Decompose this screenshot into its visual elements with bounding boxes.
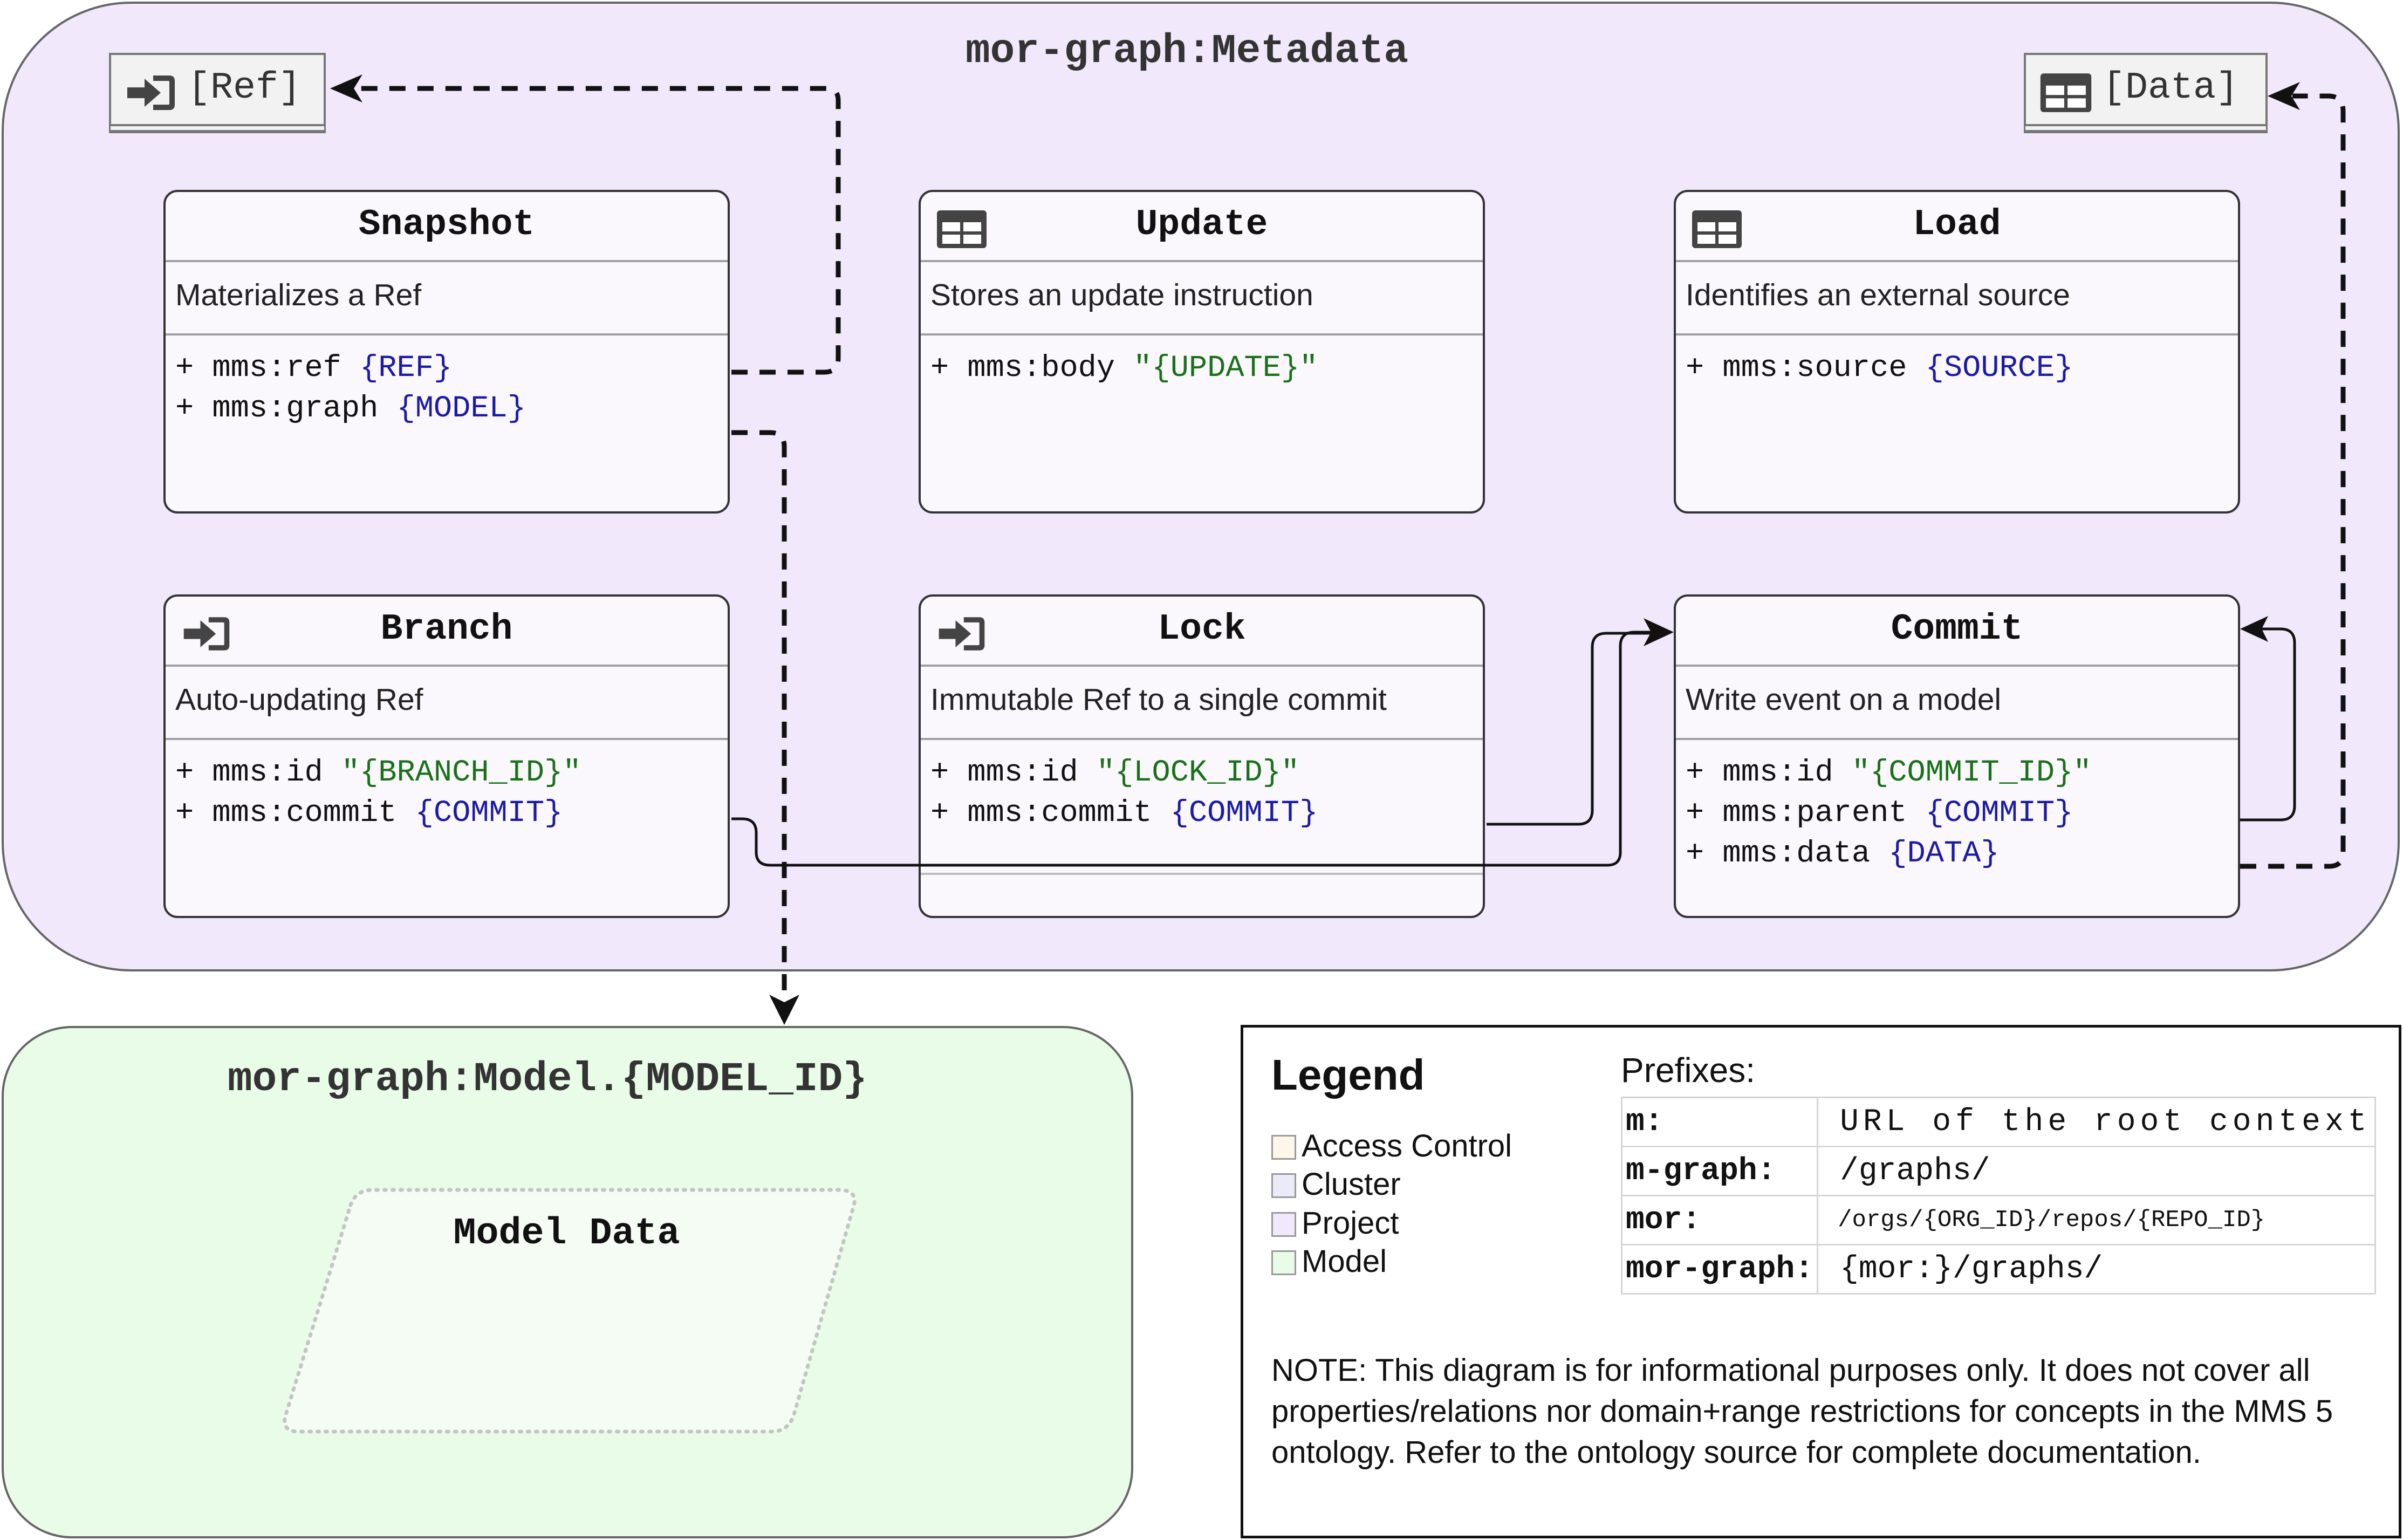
class-properties: + mms:id "{BRANCH_ID}" + mms:commit {COM… (175, 753, 722, 834)
legend-swatch (1271, 1250, 1296, 1275)
class-snapshot: Snapshot Materializes a Ref + mms:ref {R… (163, 190, 730, 514)
table-icon (2038, 71, 2094, 114)
class-description: Write event on a model (1676, 667, 2238, 740)
class-description: Identifies an external source (1676, 262, 2238, 336)
class-header: Lock (921, 597, 1483, 667)
ref-tag: [Ref] (109, 53, 326, 126)
legend-swatch (1271, 1173, 1296, 1198)
legend-swatch (1271, 1212, 1296, 1237)
class-commit: Commit Write event on a model + mms:id "… (1674, 594, 2240, 918)
class-description: Materializes a Ref (166, 262, 728, 336)
class-properties: + mms:id "{COMMIT_ID}" + mms:parent {COM… (1686, 753, 2233, 874)
class-header: Commit (1676, 597, 2238, 667)
property-row: + mms:parent {COMMIT} (1686, 796, 2073, 831)
property-row: + mms:data {DATA} (1686, 837, 2000, 871)
metadata-container-title: mor-graph:Metadata (966, 28, 1408, 74)
property-row: + mms:source {SOURCE} (1686, 351, 2073, 386)
class-divider (921, 873, 1483, 875)
property-row: + mms:id "{COMMIT_ID}" (1686, 756, 2092, 790)
table-row: mor:/orgs/{ORG_ID}/repos/{REPO_ID} (1620, 1195, 2376, 1245)
class-header: Update (921, 192, 1483, 262)
class-load: Load Identifies an external source + mms… (1674, 190, 2240, 514)
prefixes-table: m:URL of the root context m-graph:/graph… (1620, 1097, 2376, 1295)
property-row: + mms:id "{BRANCH_ID}" (175, 756, 581, 790)
class-branch: Branch Auto-updating Ref + mms:id "{BRAN… (163, 594, 730, 918)
class-properties: + mms:ref {REF} + mms:graph {MODEL} (175, 348, 722, 429)
class-name: Lock (1158, 608, 1246, 650)
class-description: Immutable Ref to a single commit (921, 667, 1483, 740)
legend-title: Legend (1271, 1051, 1425, 1099)
class-description: Stores an update instruction (921, 262, 1483, 336)
property-row: + mms:commit {COMMIT} (930, 796, 1318, 831)
model-data-label: Model Data (453, 1213, 680, 1255)
legend-swatch (1271, 1135, 1296, 1160)
class-properties: + mms:body "{UPDATE}" (930, 348, 1477, 389)
table-row: m:URL of the root context (1620, 1097, 2376, 1147)
model-data-shape (283, 1188, 857, 1434)
class-name: Update (1135, 204, 1268, 245)
arrowhead (769, 995, 799, 1025)
sign-in-icon (123, 71, 179, 114)
data-tag: [Data] (2024, 53, 2268, 126)
class-name: Branch (380, 608, 513, 650)
class-name: Load (1913, 204, 2001, 245)
class-header: Load (1676, 192, 2238, 262)
class-header: Snapshot (166, 192, 728, 262)
table-row: mor-graph:{mor:}/graphs/ (1620, 1244, 2376, 1295)
prefixes-heading: Prefixes: (1621, 1051, 1755, 1090)
table-row: m-graph:/graphs/ (1620, 1146, 2376, 1196)
class-update: Update Stores an update instruction + mm… (919, 190, 1485, 514)
class-header: Branch (166, 597, 728, 667)
property-row: + mms:ref {REF} (175, 351, 453, 386)
class-name: Commit (1891, 608, 2023, 650)
class-description: Auto-updating Ref (166, 667, 728, 740)
legend-item: Cluster (1271, 1166, 1401, 1202)
property-row: + mms:graph {MODEL} (175, 392, 526, 426)
data-tag-label: [Data] (2103, 67, 2239, 109)
legend-panel: Legend Access Control Cluster Project Mo… (1241, 1025, 2401, 1538)
model-container-title: mor-graph:Model.{MODEL_ID} (228, 1056, 867, 1103)
class-name: Snapshot (358, 204, 535, 245)
legend-item: Model (1271, 1243, 1387, 1279)
legend-item: Project (1271, 1205, 1399, 1241)
class-properties: + mms:id "{LOCK_ID}" + mms:commit {COMMI… (930, 753, 1477, 834)
legend-item: Access Control (1271, 1128, 1512, 1164)
property-row: + mms:commit {COMMIT} (175, 796, 563, 831)
ref-tag-label: [Ref] (188, 67, 302, 109)
property-row: + mms:body "{UPDATE}" (930, 351, 1318, 386)
class-properties: + mms:source {SOURCE} (1686, 348, 2233, 389)
class-lock: Lock Immutable Ref to a single commit + … (919, 594, 1485, 918)
legend-note: NOTE: This diagram is for informational … (1271, 1353, 2333, 1470)
property-row: + mms:id "{LOCK_ID}" (930, 756, 1300, 790)
